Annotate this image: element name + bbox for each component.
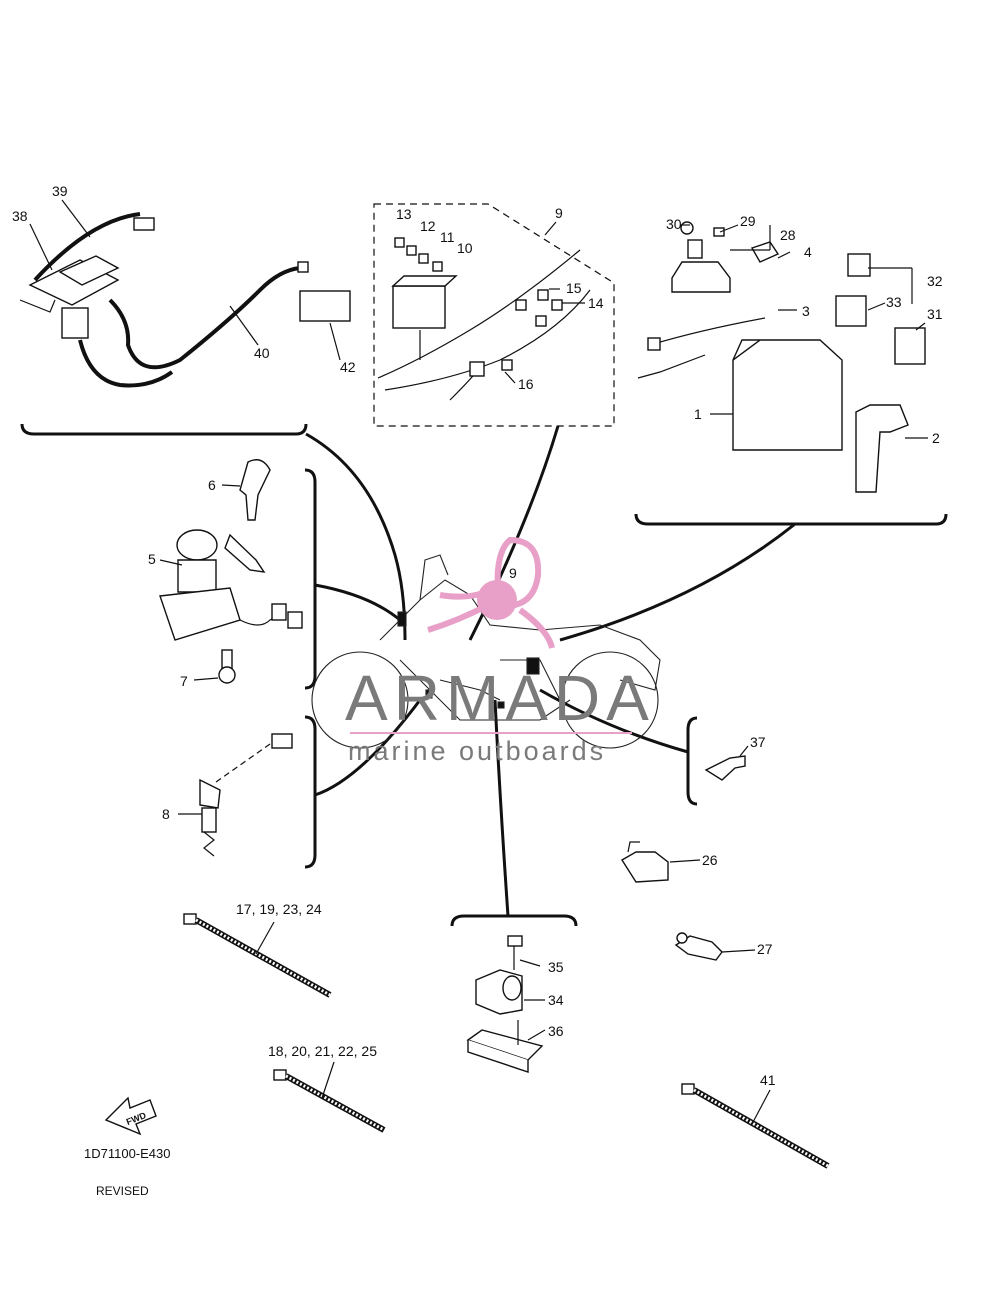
watermark-tagline: marine outboards	[348, 736, 606, 766]
callout-32: 32	[927, 273, 943, 289]
callout-35: 35	[548, 959, 564, 975]
callout-30: 30	[666, 216, 682, 232]
callout-12: 12	[420, 218, 436, 234]
callout-5: 5	[148, 551, 156, 567]
callout-26: 26	[702, 852, 718, 868]
callout-13: 13	[396, 206, 412, 222]
callout-28: 28	[780, 227, 796, 243]
callout-33: 33	[886, 294, 902, 310]
callout-27: 27	[757, 941, 773, 957]
battery-group	[637, 221, 928, 493]
diagram-code: 1D71100-E430	[84, 1146, 171, 1161]
callout-41: 41	[760, 1072, 776, 1088]
callout-16: 16	[518, 376, 534, 392]
callout-36: 36	[548, 1023, 564, 1039]
callout-4: 4	[804, 244, 812, 260]
callout-10: 10	[457, 240, 473, 256]
revision-status: REVISED	[96, 1184, 149, 1198]
cable-ties	[183, 913, 830, 1169]
callout-9b: 9	[509, 565, 517, 581]
callout-2: 2	[932, 430, 940, 446]
callout-42: 42	[340, 359, 356, 375]
callout-39: 39	[52, 183, 68, 199]
callout-15: 15	[566, 280, 582, 296]
bracket-37	[704, 745, 749, 781]
watermark-logo: ARMADA marine outboards	[345, 536, 655, 766]
fuse-box-group	[377, 221, 591, 401]
callout-40: 40	[254, 345, 270, 361]
callout-38: 38	[12, 208, 28, 224]
callout-9a: 9	[555, 205, 563, 221]
callout-17: 17, 19, 23, 24	[236, 901, 322, 917]
callout-3: 3	[802, 303, 810, 319]
callout-29: 29	[740, 213, 756, 229]
group-brackets	[20, 203, 948, 927]
harness-group	[19, 199, 351, 388]
callout-18: 18, 20, 21, 22, 25	[268, 1043, 377, 1059]
callout-11: 11	[440, 229, 455, 245]
callout-14: 14	[588, 295, 604, 311]
sensor-mount-group	[466, 935, 546, 1073]
callout-1: 1	[694, 406, 702, 422]
callout-37: 37	[750, 734, 766, 750]
watermark-brand: ARMADA	[345, 662, 655, 734]
sensor-group	[178, 733, 293, 857]
callout-34: 34	[548, 992, 564, 1008]
main-switch-group	[159, 459, 303, 684]
callout-7: 7	[180, 673, 188, 689]
callout-31: 31	[927, 306, 943, 322]
callout-6: 6	[208, 477, 216, 493]
callout-labels: 1 2 3 4 5 6 7 8 9 9 10 11 12 13 14 15 16…	[12, 183, 943, 1088]
callout-8: 8	[162, 806, 170, 822]
fwd-arrow-icon: FWD	[104, 1096, 157, 1136]
clamp-parts	[621, 841, 756, 961]
